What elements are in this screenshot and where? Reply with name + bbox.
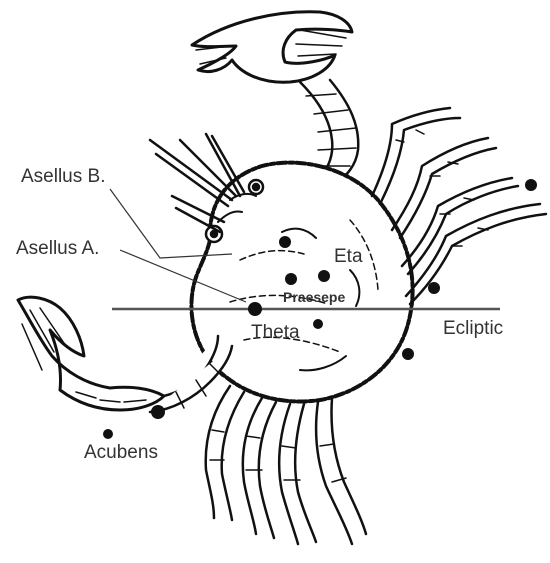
label-asellus-b: Asellus B. (21, 166, 105, 187)
label-acubens: Acubens (84, 442, 158, 463)
star-asellus-borealis (279, 236, 291, 248)
star-acubens (151, 405, 165, 419)
label-theta: Theta (251, 322, 300, 343)
crab-illustration (18, 12, 546, 544)
star-far-right (525, 179, 537, 191)
star-praesepe-west (285, 273, 297, 285)
label-asellus-a: Asellus A. (16, 238, 99, 259)
star-right (428, 282, 440, 294)
upper-claw (192, 12, 352, 82)
lower-claw (18, 297, 164, 410)
label-eta: Eta (334, 246, 363, 267)
star-lower-right (402, 348, 414, 360)
star-asellus-australis (248, 302, 262, 316)
bottom-legs (206, 386, 366, 544)
star-theta (313, 319, 323, 329)
star-eta (318, 270, 330, 282)
label-ecliptic: Ecliptic (443, 318, 503, 339)
star-claw-tip (103, 429, 113, 439)
label-praesepe: Praesepe (283, 289, 345, 305)
